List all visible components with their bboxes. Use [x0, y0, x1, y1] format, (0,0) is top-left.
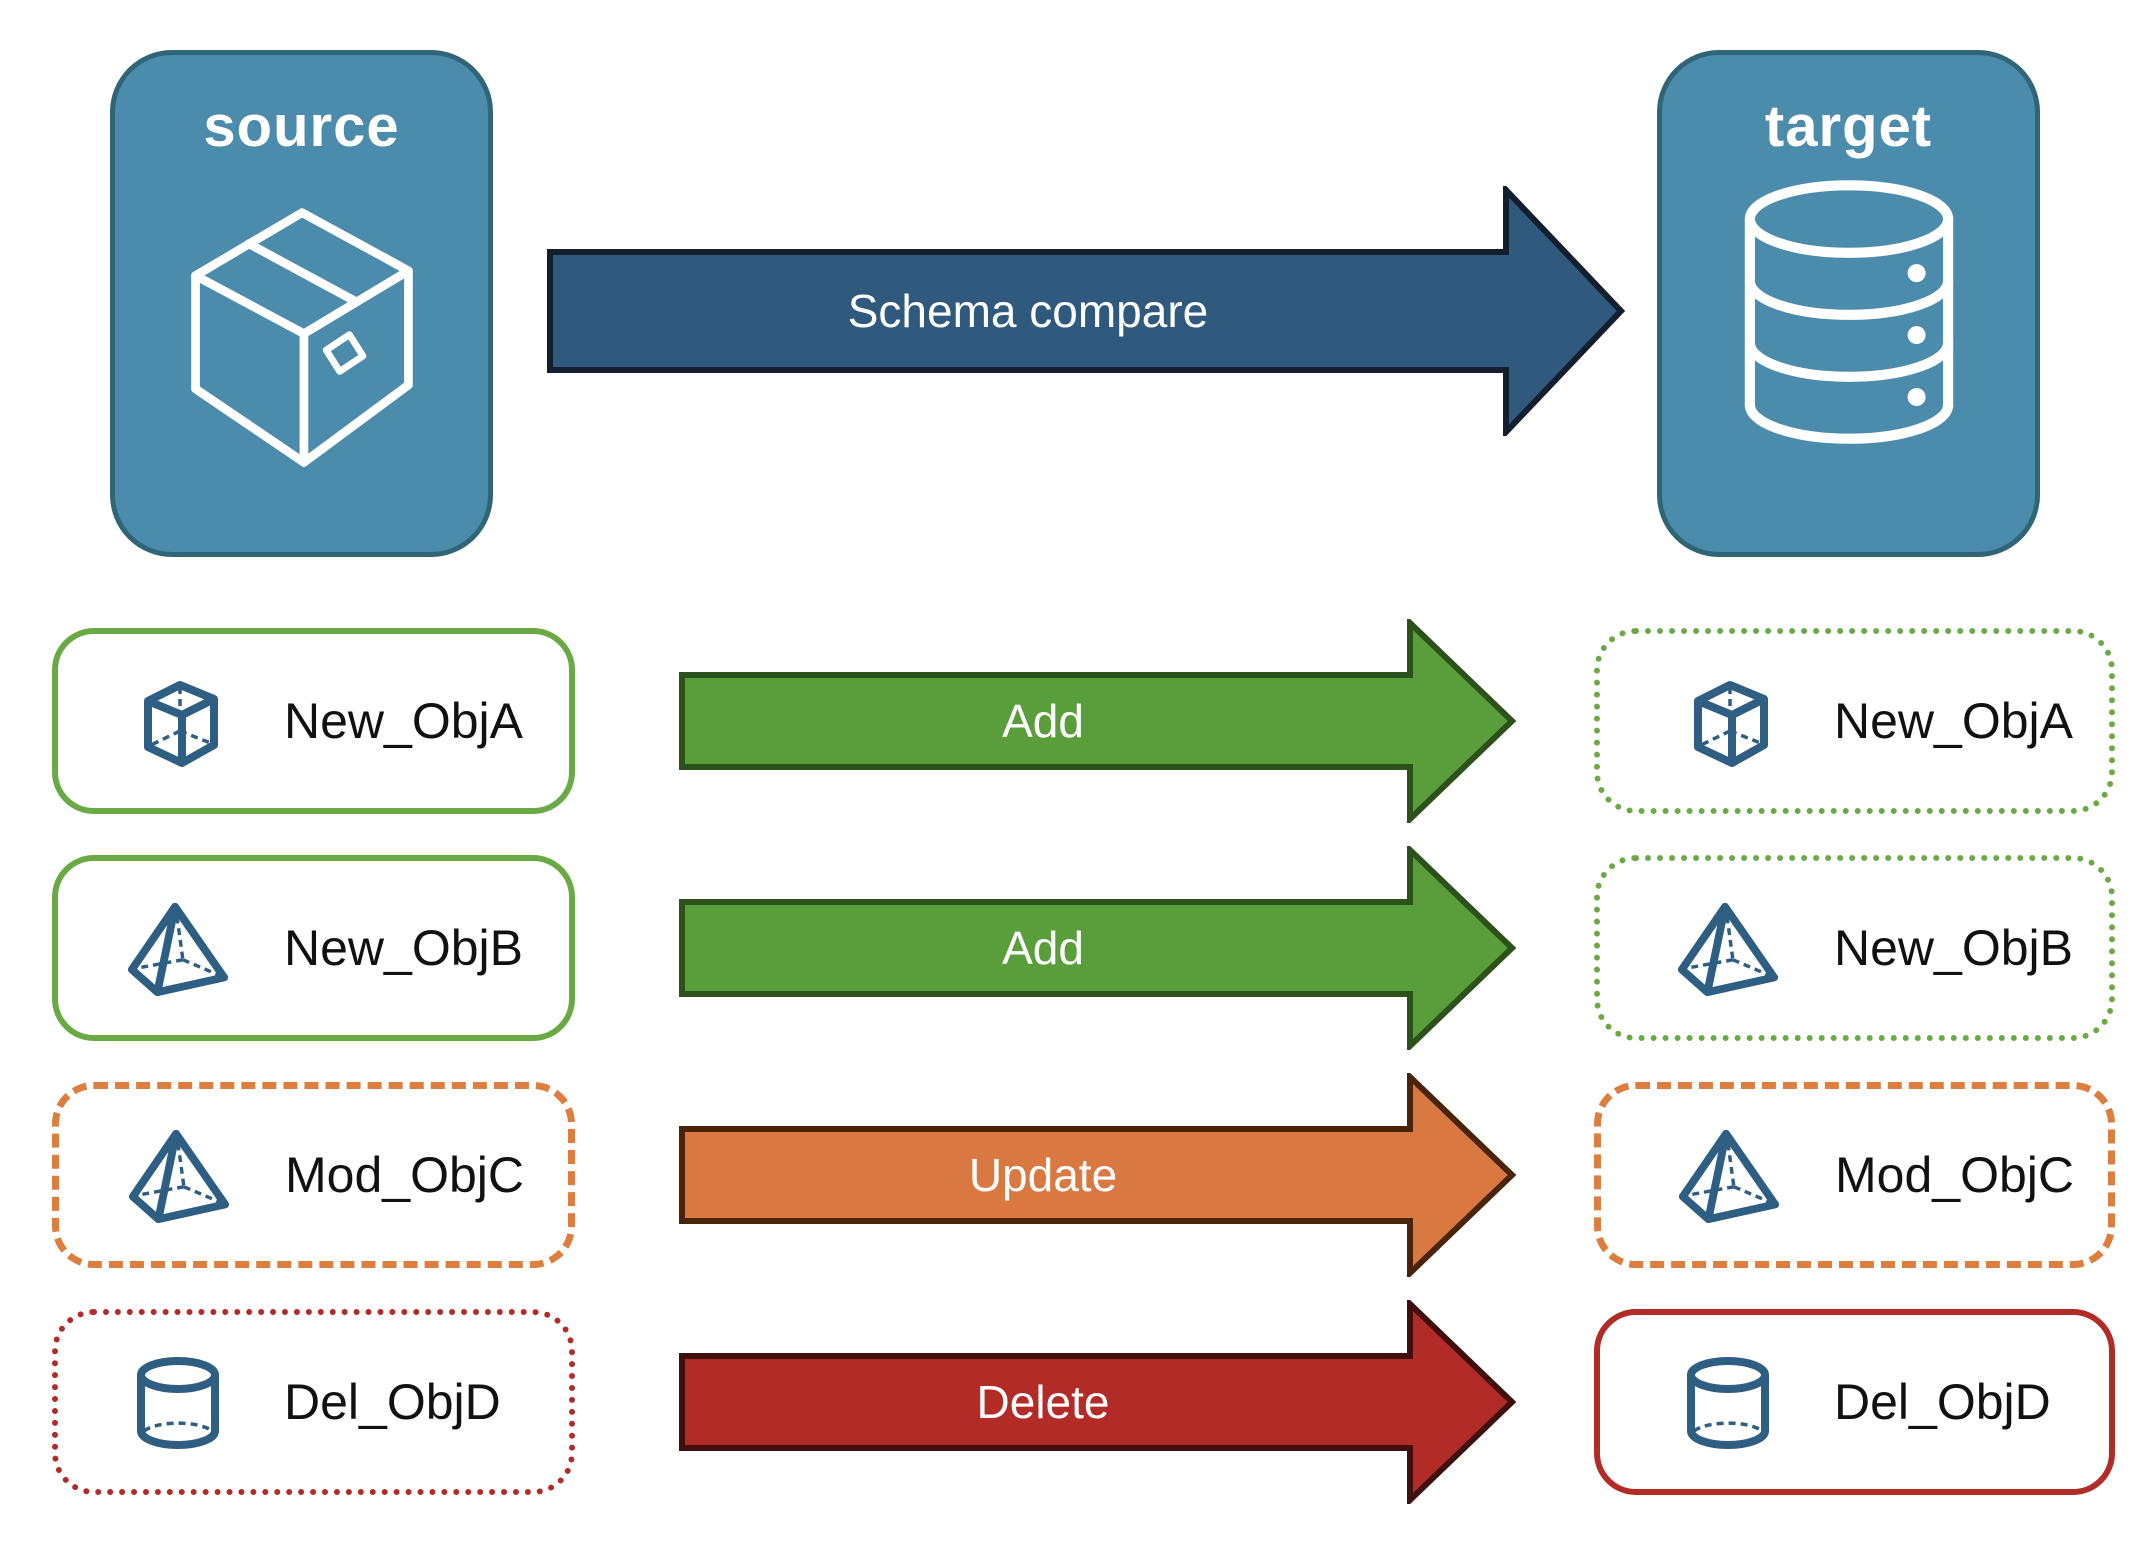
schema-compare-label: Schema compare: [847, 285, 1209, 337]
object-label: Mod_ObjC: [285, 1147, 524, 1203]
object-label: Del_ObjD: [284, 1374, 501, 1430]
database-icon: [1734, 174, 1964, 450]
cube-icon: [1674, 671, 1782, 771]
target-card-mod-objc: Mod_ObjC: [1594, 1082, 2115, 1268]
object-label: Mod_ObjC: [1835, 1147, 2074, 1203]
pyramid-icon: [1675, 1125, 1783, 1225]
source-panel: source: [110, 50, 493, 557]
object-label: New_ObjA: [284, 693, 523, 749]
source-card-del-objd: Del_ObjD: [52, 1309, 575, 1495]
object-label: New_ObjB: [284, 920, 523, 976]
target-title: target: [1764, 94, 1933, 159]
object-label: Del_ObjD: [1834, 1374, 2051, 1430]
object-label: New_ObjA: [1834, 693, 2073, 749]
pyramid-icon: [1674, 898, 1782, 998]
cube-icon: [124, 671, 232, 771]
delete-arrow: [679, 1300, 1517, 1504]
source-title: source: [203, 94, 400, 159]
source-card-new-obja: New_ObjA: [52, 628, 575, 814]
target-card-new-objb: New_ObjB: [1594, 855, 2115, 1041]
cylinder-icon: [124, 1352, 232, 1452]
update-arrow-label: Update: [968, 1149, 1118, 1201]
add-arrow-label: Add: [1002, 922, 1084, 974]
add-arrow: [679, 846, 1517, 1050]
pyramid-icon: [125, 1125, 233, 1225]
add-arrow-label: Add: [1002, 695, 1084, 747]
add-arrow: [679, 619, 1517, 823]
target-card-new-obja: New_ObjA: [1594, 628, 2115, 814]
target-panel: target: [1657, 50, 2040, 557]
cylinder-icon: [1674, 1352, 1782, 1452]
target-card-del-objd: Del_ObjD: [1594, 1309, 2115, 1495]
pyramid-icon: [124, 898, 232, 998]
schema-compare-arrow: [547, 186, 1626, 436]
object-label: New_ObjB: [1834, 920, 2073, 976]
source-card-mod-objc: Mod_ObjC: [52, 1082, 575, 1268]
package-icon: [178, 174, 426, 474]
delete-arrow-label: Delete: [976, 1376, 1110, 1428]
update-arrow: [679, 1073, 1517, 1277]
source-card-new-objb: New_ObjB: [52, 855, 575, 1041]
